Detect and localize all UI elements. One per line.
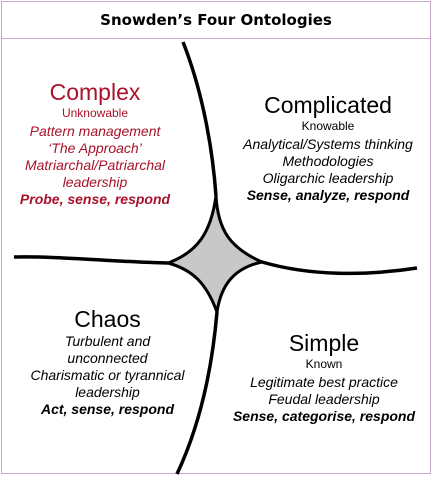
quadrant-complex: Complex Unknowable Pattern management ‘T…	[10, 78, 180, 208]
simple-heading: Simple	[288, 330, 360, 356]
quadrant-chaos: Chaos Turbulent and unconnected Charisma…	[25, 305, 190, 418]
simple-line: Feudal leadership	[268, 390, 380, 407]
simple-line: Legitimate best practice	[250, 373, 398, 390]
diagram-title: Snowden’s Four Ontologies	[100, 10, 332, 29]
complex-line: ‘The Approach’	[48, 139, 142, 156]
boundary-top	[181, 41, 218, 197]
disorder-region	[163, 195, 267, 313]
chaos-heading: Chaos	[74, 306, 141, 332]
chaos-line: Turbulent and unconnected	[64, 333, 151, 367]
complex-subtitle: Unknowable	[61, 106, 129, 121]
complicated-line: Methodologies	[282, 152, 374, 169]
quadrant-complicated: Complicated Knowable Analytical/Systems …	[238, 91, 418, 204]
complicated-subtitle: Knowable	[301, 119, 355, 134]
complex-line: Pattern management	[29, 122, 161, 139]
complex-action: Probe, sense, respond	[19, 190, 171, 207]
simple-subtitle: Known	[305, 357, 343, 372]
complicated-heading: Complicated	[264, 92, 392, 118]
title-bar: Snowden’s Four Ontologies	[1, 1, 431, 39]
chaos-line: Charismatic or tyrannical	[30, 367, 185, 384]
complicated-line: Oligarchic leadership	[262, 169, 394, 186]
boundary-bottom	[175, 311, 219, 475]
complicated-action: Sense, analyze, respond	[246, 186, 410, 203]
complex-heading: Complex	[49, 79, 141, 105]
complex-line: Matriarchal/Patriarchal	[24, 156, 166, 173]
chaos-line: leadership	[75, 384, 140, 401]
complicated-line: Analytical/Systems thinking	[243, 135, 413, 152]
complex-line: leadership	[62, 173, 128, 190]
simple-action: Sense, categorise, respond	[232, 407, 416, 424]
boundary-right	[261, 260, 418, 276]
quadrant-simple: Simple Known Legitimate best practice Fe…	[228, 329, 420, 425]
boundary-left	[13, 255, 169, 265]
chaos-action: Act, sense, respond	[40, 401, 175, 418]
